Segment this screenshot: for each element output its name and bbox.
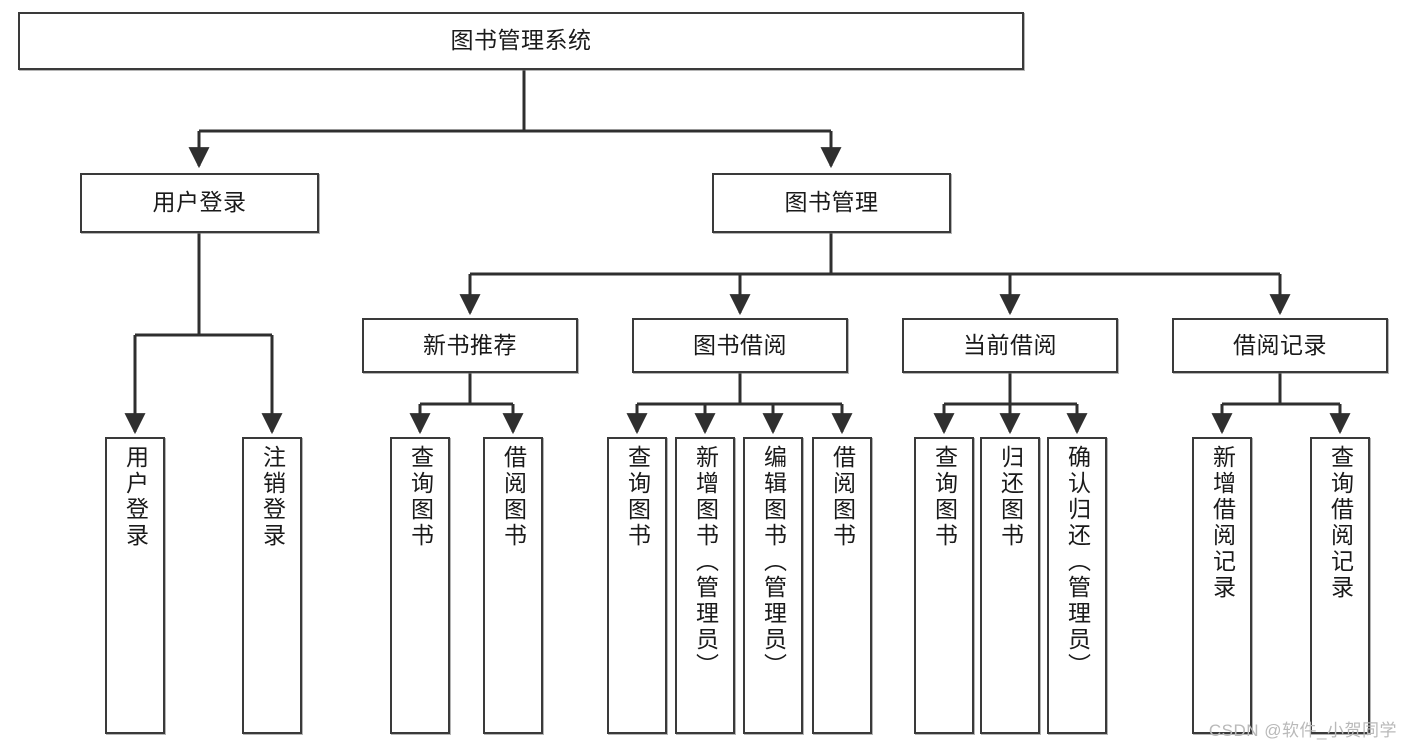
leaf-borrow-book-1[interactable]: 借阅图书 [483, 437, 543, 734]
node-book-management-label: 图书管理 [784, 189, 879, 216]
node-new-book-recommend[interactable]: 新书推荐 [362, 318, 578, 373]
leaf-logout-login-label: 注销登录 [259, 445, 286, 549]
node-root-label: 图书管理系统 [450, 27, 592, 54]
node-user-login[interactable]: 用户登录 [80, 173, 319, 233]
leaf-logout-login[interactable]: 注销登录 [242, 437, 302, 734]
leaf-return-book[interactable]: 归还图书 [980, 437, 1040, 734]
leaf-add-book[interactable]: 新增图书（管理员） [675, 437, 735, 734]
leaf-borrow-book-2-label: 借阅图书 [829, 445, 856, 549]
leaf-borrow-book-2[interactable]: 借阅图书 [812, 437, 872, 734]
node-current-borrow-label: 当前借阅 [963, 331, 1057, 358]
leaf-query-book-3-label: 查询图书 [931, 445, 958, 549]
leaf-confirm-return[interactable]: 确认归还（管理员） [1047, 437, 1107, 734]
leaf-borrow-book-1-label: 借阅图书 [500, 445, 527, 549]
leaf-edit-book[interactable]: 编辑图书（管理员） [743, 437, 803, 734]
node-borrow-record[interactable]: 借阅记录 [1172, 318, 1388, 373]
leaf-query-record-label: 查询借阅记录 [1327, 445, 1354, 601]
leaf-query-record[interactable]: 查询借阅记录 [1310, 437, 1370, 734]
leaf-query-book-3[interactable]: 查询图书 [914, 437, 974, 734]
leaf-query-book-2[interactable]: 查询图书 [607, 437, 667, 734]
node-book-borrow[interactable]: 图书借阅 [632, 318, 848, 373]
leaf-add-record-label: 新增借阅记录 [1209, 445, 1236, 601]
node-new-book-recommend-label: 新书推荐 [423, 331, 517, 358]
leaf-add-record[interactable]: 新增借阅记录 [1192, 437, 1252, 734]
node-book-borrow-label: 图书借阅 [693, 331, 787, 358]
leaf-confirm-return-label: 确认归还（管理员） [1064, 445, 1091, 679]
node-borrow-record-label: 借阅记录 [1233, 331, 1327, 358]
leaf-query-book-1-label: 查询图书 [407, 445, 434, 549]
leaf-edit-book-label: 编辑图书（管理员） [760, 445, 787, 679]
leaf-user-login[interactable]: 用户登录 [105, 437, 165, 734]
node-current-borrow[interactable]: 当前借阅 [902, 318, 1118, 373]
leaf-return-book-label: 归还图书 [997, 445, 1024, 549]
watermark-text: CSDN @软件_小贺同学 [1208, 721, 1397, 740]
leaf-add-book-label: 新增图书（管理员） [692, 445, 719, 679]
node-user-login-label: 用户登录 [152, 189, 247, 216]
node-root[interactable]: 图书管理系统 [18, 12, 1024, 70]
leaf-query-book-1[interactable]: 查询图书 [390, 437, 450, 734]
leaf-user-login-label: 用户登录 [122, 445, 149, 549]
node-book-management[interactable]: 图书管理 [712, 173, 951, 233]
leaf-query-book-2-label: 查询图书 [624, 445, 651, 549]
